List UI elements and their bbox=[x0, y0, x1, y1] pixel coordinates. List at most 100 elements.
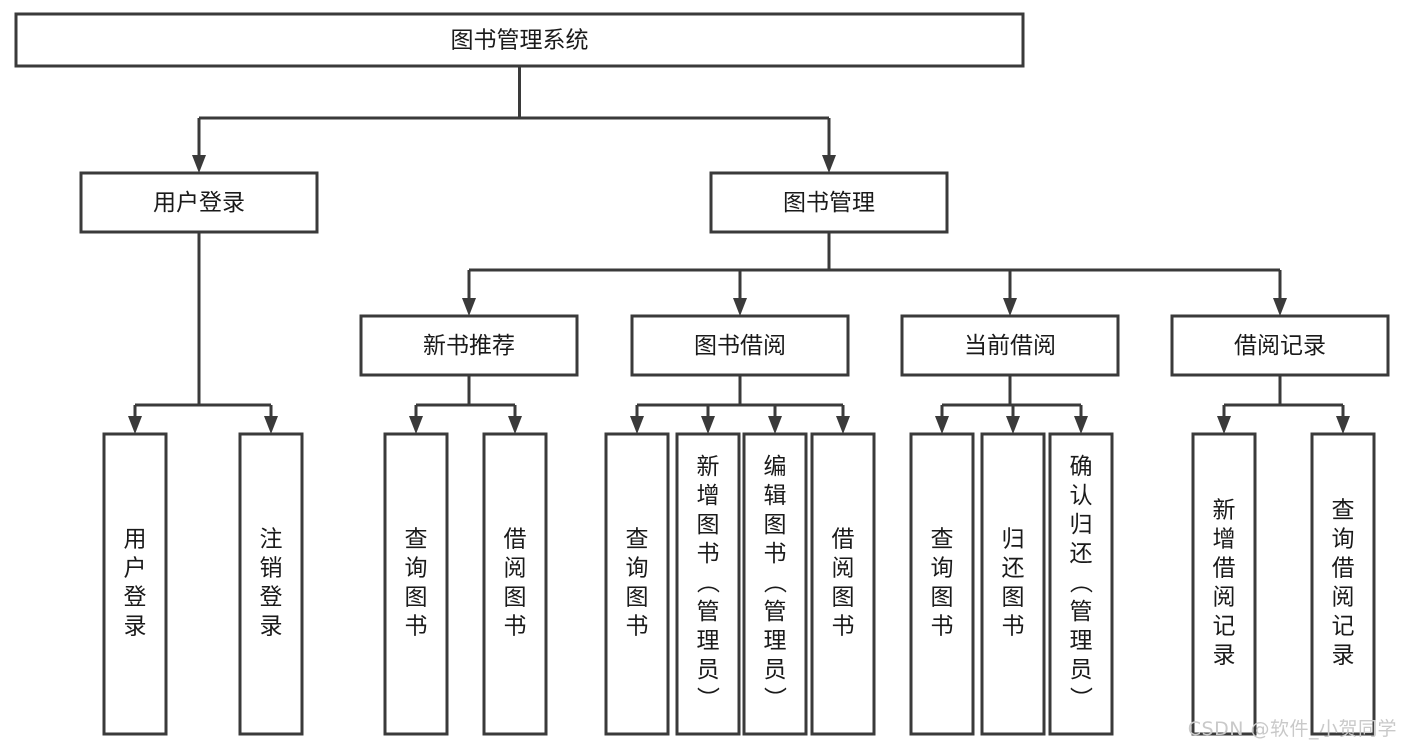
node-l3-图书借阅[interactable]: 图书借阅 bbox=[630, 314, 850, 377]
node-leaf-5-新增图书管理员-box[interactable] bbox=[675, 432, 741, 736]
svg-text:）: ） bbox=[1067, 687, 1093, 710]
svg-text:借: 借 bbox=[1332, 556, 1355, 582]
svg-text:辑: 辑 bbox=[764, 483, 787, 509]
svg-text:用: 用 bbox=[124, 527, 147, 553]
svg-text:书: 书 bbox=[931, 614, 954, 640]
svg-text:管: 管 bbox=[764, 599, 787, 625]
group-图书借阅-to-leaves-arrow-1 bbox=[701, 416, 715, 434]
svg-text:借: 借 bbox=[1213, 556, 1236, 582]
svg-text:图: 图 bbox=[832, 585, 855, 611]
svg-text:员: 员 bbox=[697, 657, 720, 683]
svg-text:书: 书 bbox=[405, 614, 428, 640]
book-mgmt-to-level3-arrow-2 bbox=[1003, 298, 1017, 316]
svg-text:图: 图 bbox=[405, 585, 428, 611]
node-l3-新书推荐-box[interactable] bbox=[359, 314, 579, 377]
node-leaf-8-查询图书-box[interactable] bbox=[909, 432, 975, 736]
user-login-to-leaves-arrow-0 bbox=[128, 416, 142, 434]
svg-text:还: 还 bbox=[1070, 541, 1093, 567]
node-leaf-9-归还图书-box[interactable] bbox=[980, 432, 1046, 736]
svg-text:增: 增 bbox=[1213, 527, 1236, 553]
node-leaf-10-确认归还管理员-box[interactable] bbox=[1048, 432, 1114, 736]
svg-text:员: 员 bbox=[1070, 657, 1093, 683]
svg-text:阅: 阅 bbox=[1332, 585, 1355, 611]
node-leaf-11-新增借阅记录-box[interactable] bbox=[1191, 432, 1257, 736]
node-l2-图书管理-box[interactable] bbox=[709, 171, 949, 234]
node-l3-新书推荐-label: 新书推荐 bbox=[423, 333, 515, 359]
group-当前借阅-to-leaves-arrow-0 bbox=[935, 416, 949, 434]
node-leaf-4-查询图书-box[interactable] bbox=[604, 432, 670, 736]
svg-text:）: ） bbox=[761, 687, 787, 710]
book-mgmt-to-level3-arrow-0 bbox=[462, 298, 476, 316]
node-l3-图书借阅-box[interactable] bbox=[630, 314, 850, 377]
svg-text:归: 归 bbox=[1070, 512, 1093, 538]
svg-text:图: 图 bbox=[504, 585, 527, 611]
node-leaf-0-用户登录-box[interactable] bbox=[102, 432, 168, 736]
root-to-level2-arrow-1 bbox=[822, 155, 836, 173]
node-leaf-2-查询图书-box[interactable] bbox=[383, 432, 449, 736]
svg-text:登: 登 bbox=[260, 585, 283, 611]
group-图书借阅-to-leaves-arrow-2 bbox=[768, 416, 782, 434]
node-l3-借阅记录-label: 借阅记录 bbox=[1234, 333, 1326, 359]
node-l2-用户登录[interactable]: 用户登录 bbox=[79, 171, 319, 234]
svg-text:查: 查 bbox=[931, 527, 954, 553]
svg-text:（: （ bbox=[694, 571, 720, 594]
node-leaf-3-借阅图书-box[interactable] bbox=[482, 432, 548, 736]
node-leaf-0-用户登录[interactable]: 用户登录 bbox=[102, 432, 168, 736]
svg-text:销: 销 bbox=[260, 556, 283, 582]
svg-text:理: 理 bbox=[1070, 628, 1093, 654]
svg-text:录: 录 bbox=[1213, 643, 1236, 669]
svg-text:管: 管 bbox=[697, 599, 720, 625]
svg-text:新: 新 bbox=[1213, 498, 1236, 524]
node-root-图书管理系统-label: 图书管理系统 bbox=[451, 28, 589, 54]
svg-text:图: 图 bbox=[1002, 585, 1025, 611]
svg-text:增: 增 bbox=[697, 483, 720, 509]
group-图书借阅-to-leaves-arrow-0 bbox=[630, 416, 644, 434]
svg-text:录: 录 bbox=[260, 614, 283, 640]
node-leaf-1-注销登录-box[interactable] bbox=[238, 432, 304, 736]
node-l3-当前借阅-box[interactable] bbox=[900, 314, 1120, 377]
node-l3-当前借阅-label: 当前借阅 bbox=[964, 333, 1056, 359]
svg-text:注: 注 bbox=[260, 527, 283, 553]
node-leaf-12-查询借阅记录-box[interactable] bbox=[1310, 432, 1376, 736]
node-root-图书管理系统-box[interactable] bbox=[14, 12, 1025, 68]
node-leaf-7-借阅图书-box[interactable] bbox=[810, 432, 876, 736]
svg-text:归: 归 bbox=[1002, 527, 1025, 553]
svg-text:理: 理 bbox=[697, 628, 720, 654]
node-l3-当前借阅[interactable]: 当前借阅 bbox=[900, 314, 1120, 377]
svg-text:确: 确 bbox=[1070, 454, 1093, 480]
node-l2-图书管理[interactable]: 图书管理 bbox=[709, 171, 949, 234]
node-l3-借阅记录-box[interactable] bbox=[1170, 314, 1390, 377]
node-l2-图书管理-label: 图书管理 bbox=[783, 190, 875, 216]
book-mgmt-to-level3-arrow-1 bbox=[733, 298, 747, 316]
svg-text:还: 还 bbox=[1002, 556, 1025, 582]
svg-text:记: 记 bbox=[1332, 614, 1355, 640]
svg-text:编: 编 bbox=[764, 454, 787, 480]
node-l3-借阅记录[interactable]: 借阅记录 bbox=[1170, 314, 1390, 377]
node-leaf-6-编辑图书管理员-box[interactable] bbox=[742, 432, 808, 736]
node-root-图书管理系统[interactable]: 图书管理系统 bbox=[14, 12, 1025, 68]
svg-text:借: 借 bbox=[832, 527, 855, 553]
group-当前借阅-to-leaves-arrow-2 bbox=[1074, 416, 1088, 434]
svg-text:（: （ bbox=[761, 571, 787, 594]
user-login-to-leaves-arrow-1 bbox=[264, 416, 278, 434]
svg-text:图: 图 bbox=[626, 585, 649, 611]
node-l3-新书推荐[interactable]: 新书推荐 bbox=[359, 314, 579, 377]
svg-text:登: 登 bbox=[124, 585, 147, 611]
node-l2-用户登录-box[interactable] bbox=[79, 171, 319, 234]
